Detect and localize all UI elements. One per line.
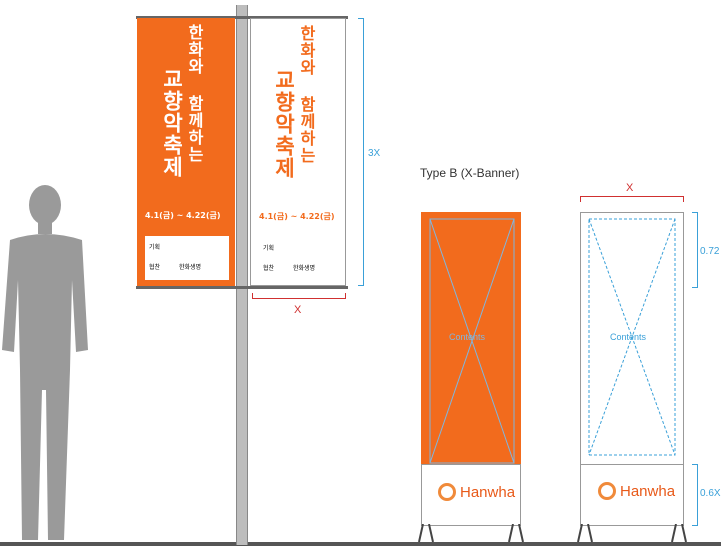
person-silhouette-icon: [2, 185, 88, 540]
xbanner-orange-cross: [429, 218, 515, 464]
banner-bar-bottom: [136, 286, 348, 289]
xbanner-white-feet: [577, 524, 687, 542]
dim-label-072: 0.72: [700, 246, 720, 257]
xbanner-white: [580, 212, 684, 526]
xbanner-orange-feet: [418, 524, 524, 542]
sponsor-label-1b: 기획: [263, 245, 275, 252]
xbanner-white-contents: Contents: [610, 332, 647, 342]
banner-right-title-1: 한화와 함께하는: [297, 25, 316, 164]
dim-line-x-xbanner: [580, 196, 684, 202]
banner-left-title-2: 교향악축제: [160, 68, 184, 178]
ground-line: [0, 542, 721, 546]
logo-text-2: Hanwha: [620, 482, 676, 500]
sponsor-name: 한화생명: [179, 264, 202, 271]
hanwha-logo-1: Hanwha: [438, 483, 515, 501]
pole: [236, 5, 248, 545]
dim-line-072: [692, 212, 698, 288]
hanwha-logo-2: Hanwha: [598, 482, 675, 500]
banner-left-date: 4.1(금) ~ 4.22(금): [145, 211, 221, 220]
sponsor-label-1: 기획: [149, 244, 161, 251]
banner-left: 한화와 함께하는 교향악축제 4.1(금) ~ 4.22(금) 기획 협찬 한화…: [137, 18, 235, 286]
dim-line-x-pole: [252, 293, 346, 299]
type-b-title: Type B (X-Banner): [420, 166, 520, 180]
banner-right-title-2: 교향악축제: [272, 69, 296, 179]
xbanner-orange-base: Hanwha: [421, 464, 521, 526]
banner-right: 한화와 함께하는 교향악축제 4.1(금) ~ 4.22(금) 기획 협찬 한화…: [250, 18, 346, 286]
hanwha-mark-icon-2: [598, 482, 616, 500]
xbanner-white-base-divider: [580, 464, 684, 465]
sponsor-name-b: 한화생명: [293, 265, 316, 272]
dim-line-3x: [358, 18, 364, 286]
dim-line-06x: [692, 464, 698, 526]
dim-label-3x: 3X: [368, 148, 381, 159]
xbanner-orange-contents: Contents: [449, 332, 486, 342]
hanwha-mark-icon: [438, 483, 456, 501]
banner-left-title-1: 한화와 함께하는: [185, 24, 204, 163]
banner-right-date: 4.1(금) ~ 4.22(금): [259, 212, 335, 221]
dim-label-x-xbanner: X: [626, 182, 634, 194]
sponsor-label-2: 협찬: [149, 264, 161, 271]
logo-text-1: Hanwha: [460, 483, 516, 501]
banner-left-sponsor-area: 기획 협찬 한화생명: [145, 236, 229, 280]
xbanner-white-cross: [588, 218, 676, 456]
dim-label-x-pole: X: [294, 304, 302, 316]
banner-bar-top: [136, 16, 348, 19]
sponsor-label-2b: 협찬: [263, 265, 275, 272]
dim-label-06x: 0.6X: [700, 488, 721, 499]
